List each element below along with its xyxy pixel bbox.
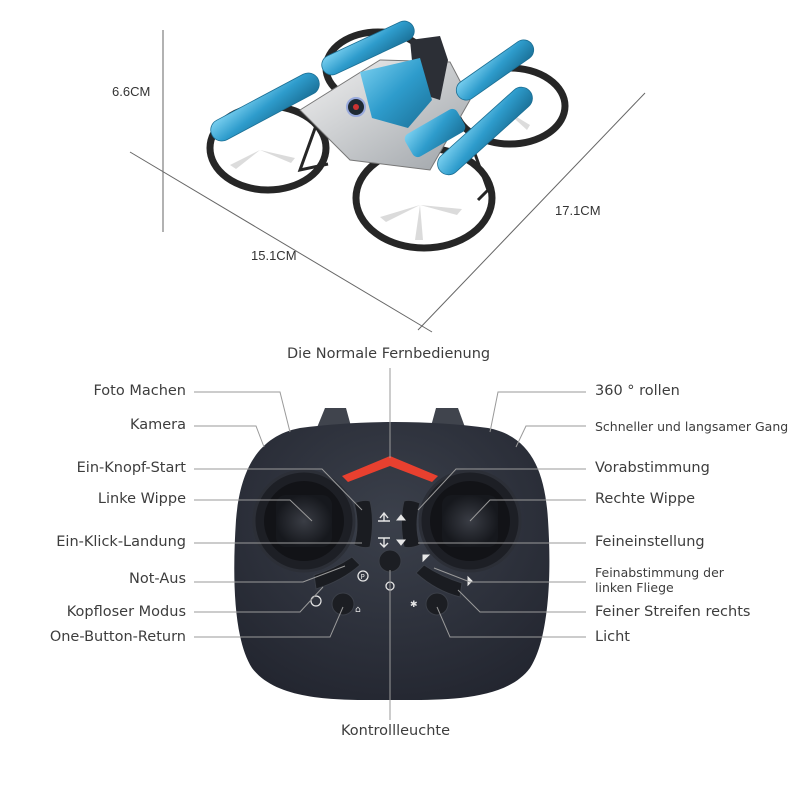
left-arc-button bbox=[353, 499, 373, 549]
label-emergency-stop: Not-Aus bbox=[129, 571, 186, 587]
label-fine-tuning: Feineinstellung bbox=[595, 534, 705, 550]
trim-up-icon bbox=[395, 514, 407, 521]
headless-icon bbox=[310, 595, 322, 607]
landing-icon bbox=[378, 537, 390, 548]
takeoff-icon bbox=[378, 511, 390, 522]
svg-text:P: P bbox=[361, 573, 365, 581]
remote-title: Die Normale Fernbedienung bbox=[287, 346, 491, 362]
label-right-trim: Feiner Streifen rechts bbox=[595, 604, 751, 620]
drone-image bbox=[206, 20, 569, 252]
label-headless-mode: Kopfloser Modus bbox=[66, 604, 186, 620]
label-one-click-landing: Ein-Klick-Landung bbox=[56, 534, 186, 550]
label-speed-switch: Schneller und langsamer Gang bbox=[595, 419, 789, 434]
return-button bbox=[331, 592, 355, 616]
right-arc-button bbox=[401, 499, 421, 549]
left-trim-arrow-icon bbox=[422, 554, 431, 563]
right-lower-arc-button bbox=[415, 564, 463, 598]
dimension-height: 6.6CM bbox=[112, 84, 151, 99]
light-button bbox=[425, 592, 449, 616]
dimension-lines bbox=[129, 30, 646, 333]
label-roll-360: 360 ° rollen bbox=[595, 383, 680, 399]
label-right-stick: Rechte Wippe bbox=[595, 491, 696, 507]
return-home-icon: ⌂ bbox=[355, 605, 361, 615]
left-lower-arc-button bbox=[313, 556, 361, 590]
label-light: Licht bbox=[595, 629, 630, 645]
label-left-fly-trim: Feinabstimmung der linken Fliege bbox=[595, 565, 724, 595]
pause-p-icon bbox=[357, 570, 369, 582]
label-indicator-light: Kontrollleuchte bbox=[341, 723, 451, 739]
label-one-key-start: Ein-Knopf-Start bbox=[76, 460, 186, 476]
label-camera: Kamera bbox=[129, 417, 186, 433]
dimension-length: 17.1CM bbox=[555, 203, 601, 218]
leader-lines bbox=[194, 368, 586, 720]
left-joystick bbox=[252, 469, 356, 573]
dimension-width: 15.1CM bbox=[251, 248, 297, 263]
label-photo: Foto Machen bbox=[93, 383, 186, 399]
light-bulb-icon: ✱ bbox=[410, 600, 418, 610]
trim-down-icon bbox=[395, 539, 407, 546]
label-pre-tuning: Vorabstimmung bbox=[595, 460, 710, 476]
label-one-button-return: One-Button-Return bbox=[49, 629, 186, 645]
center-power-button bbox=[378, 549, 402, 573]
label-left-stick: Linke Wippe bbox=[97, 491, 186, 507]
red-chevron-led bbox=[342, 456, 438, 482]
